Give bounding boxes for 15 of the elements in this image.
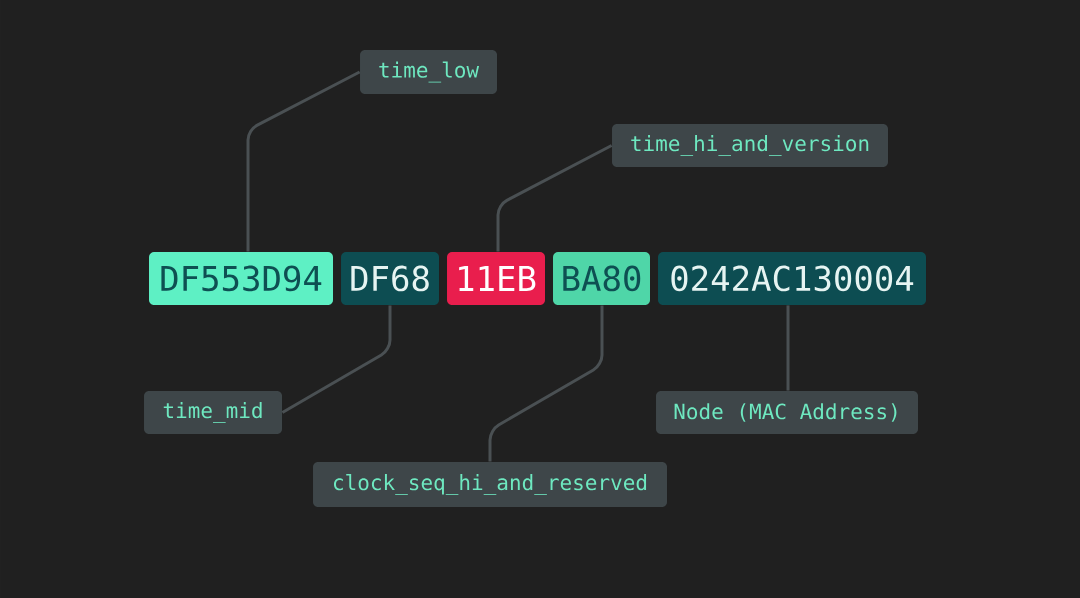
uuid-segment: 11EB (447, 252, 545, 305)
uuid-segment: 0242AC130004 (658, 252, 926, 305)
uuid-segment: BA80 (553, 252, 650, 305)
uuid-segment: DF553D94 (149, 252, 333, 305)
leader-line (281, 305, 392, 414)
uuid-segment: DF68 (341, 252, 439, 305)
leader-line (246, 70, 361, 252)
field-label: time_mid (144, 391, 282, 434)
field-label: time_hi_and_version (612, 124, 888, 167)
leader-line (496, 144, 613, 252)
leader-line (488, 305, 604, 462)
leader-line (786, 305, 790, 391)
field-label: time_low (360, 50, 497, 94)
field-label: clock_seq_hi_and_reserved (313, 462, 667, 507)
field-label: Node (MAC Address) (656, 391, 918, 434)
